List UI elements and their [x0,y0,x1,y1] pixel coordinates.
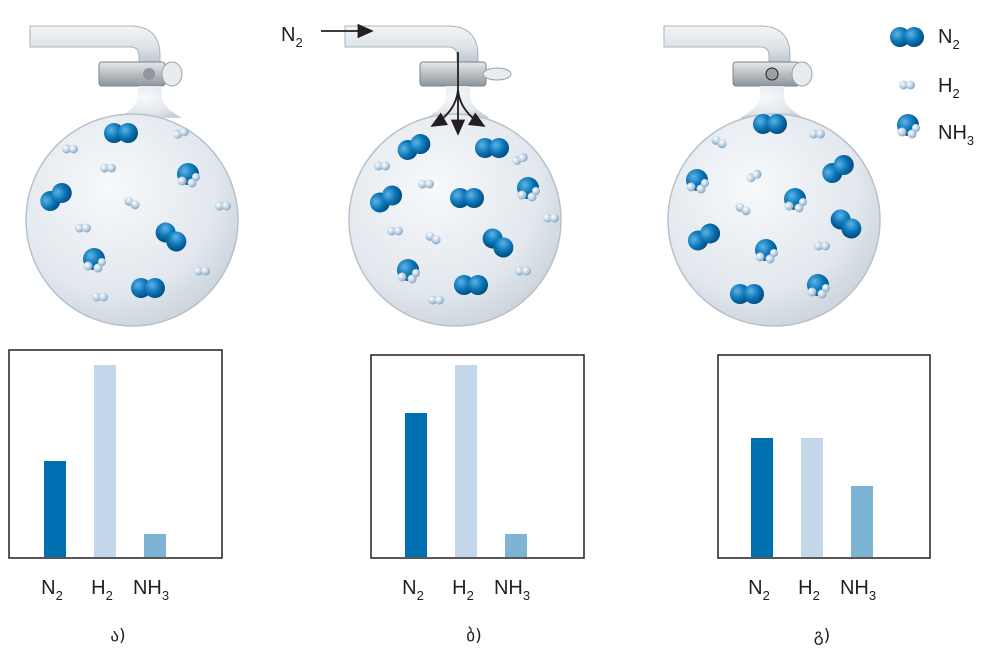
bar-chart-b: N2 H2 NH3 [370,354,585,603]
panel-a: N2 H2 NH3 ა) [8,25,239,646]
svg-text:H2: H2 [938,75,960,101]
tick-labels-c: N2 H2 NH3 [748,577,876,603]
tick-label-h2-a: H2 [91,577,113,603]
valve-a[interactable] [98,61,166,87]
flow-arrow-right [457,89,486,127]
tick-label-nh3-b: NH3 [494,577,530,603]
bar-chart-c: N2 H2 NH3 [717,354,931,603]
tick-labels-a: N2 H2 NH3 [41,577,169,603]
bars-a [44,365,166,557]
chart-frame-a [8,349,223,559]
tick-label-h2-b: H2 [452,577,474,603]
n2-molecule-icon [890,27,924,47]
svg-text:N2: N2 [281,24,303,50]
caption-c: გ) [814,626,831,646]
bar-n2-a [44,461,66,557]
flask-body-b [348,113,562,327]
flask-body-a [25,113,239,327]
bar-chart-a: N2 H2 NH3 [8,349,223,603]
chart-frame-c [717,354,931,559]
tick-label-n2-b: N2 [402,577,424,603]
tick-label-nh3-a: NH3 [133,577,169,603]
bar-nh3-b [505,533,527,557]
tick-label-n2-a: N2 [41,577,63,603]
chart-frame-b [370,354,585,559]
h2-molecule-icon [899,80,915,90]
legend: N2 H2 NH3 [890,26,974,148]
tick-label-n2-c: N2 [748,577,770,603]
bar-h2-c [801,437,823,557]
bars-c [751,437,873,557]
caption-b: ბ) [466,626,481,646]
tick-label-h2-c: H2 [798,577,820,603]
n2-inlet-label: N2 [281,23,374,50]
flask-c [663,25,881,327]
tick-label-nh3-c: NH3 [840,577,876,603]
tick-labels-b: N2 H2 NH3 [402,577,530,603]
legend-item-nh3: NH3 [897,114,974,148]
bar-nh3-a [144,533,166,557]
legend-item-h2: H2 [899,75,960,101]
bar-nh3-c [851,485,873,557]
svg-text:NH3: NH3 [938,122,974,148]
legend-item-n2: N2 [890,26,960,52]
flow-arrow-left [430,89,459,127]
bar-n2-c [751,437,773,557]
svg-text:N2: N2 [938,26,960,52]
caption-a: ა) [110,626,125,646]
panel-c: N2 H2 NH3 გ) [663,25,931,646]
valve-b[interactable] [419,61,487,87]
bar-n2-b [405,413,427,557]
bar-h2-a [94,365,116,557]
flask-a [25,25,239,327]
bar-h2-b [455,365,477,557]
flask-b [344,25,562,327]
bars-b [405,365,527,557]
nh3-molecule-icon [897,114,920,139]
